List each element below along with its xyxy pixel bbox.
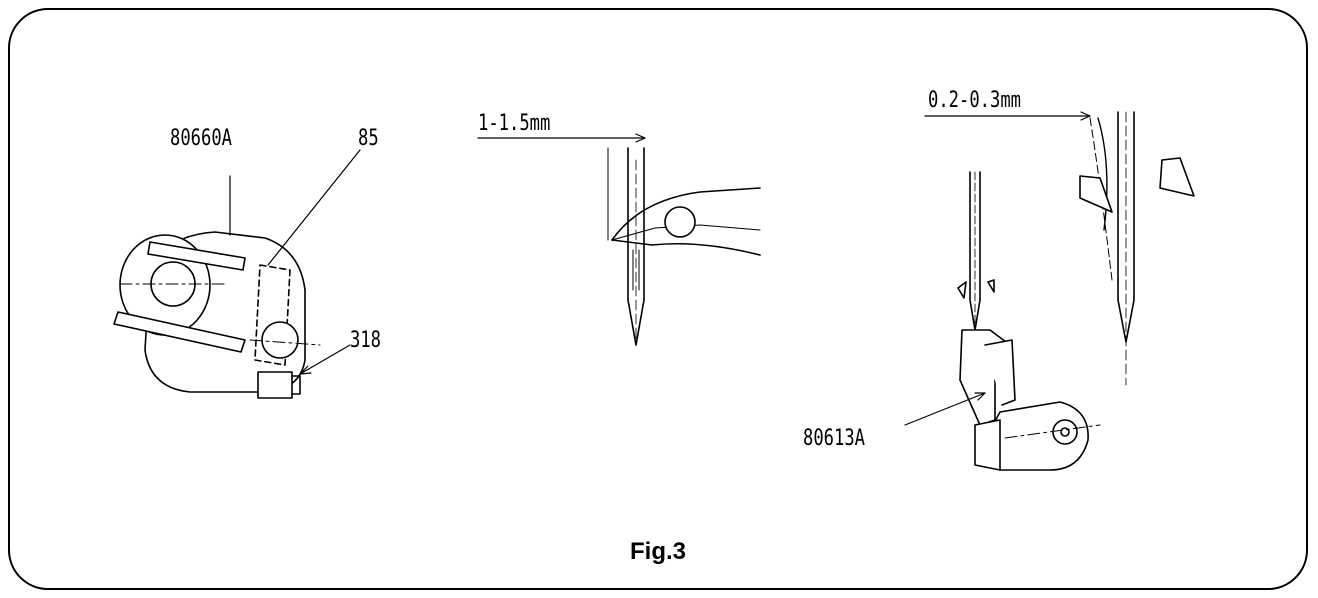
- dimension-1-1-5mm: 1-1.5mm: [478, 111, 551, 136]
- figure-frame: [8, 8, 1308, 590]
- label-80613A: 80613A: [803, 426, 865, 451]
- needle-hook-drawing: [477, 133, 761, 346]
- figure-caption: Fig.3: [630, 538, 687, 565]
- label-85: 85: [358, 126, 379, 151]
- dimension-0-2-0-3mm: 0.2-0.3mm: [928, 88, 1021, 113]
- needle-bar-clamp-drawing: [113, 149, 361, 399]
- label-318: 318: [350, 328, 382, 353]
- needle-guard-drawing: [904, 111, 1195, 471]
- label-80660A: 80660A: [170, 126, 232, 151]
